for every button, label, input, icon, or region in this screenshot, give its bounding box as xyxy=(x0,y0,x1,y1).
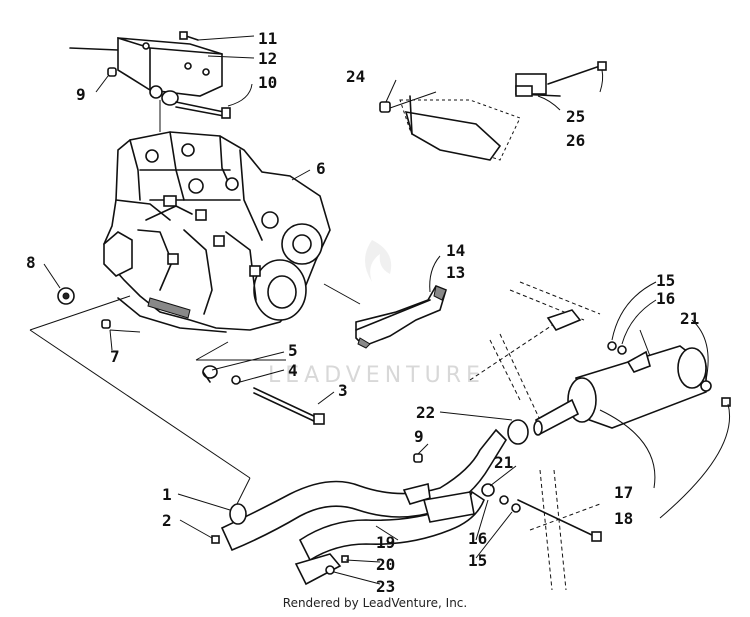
callout-labels: 11 12 10 9 6 8 7 5 4 3 24 25 26 14 13 15… xyxy=(26,29,699,596)
callout-26: 26 xyxy=(566,131,585,150)
callout-1: 1 xyxy=(162,485,172,504)
leader-lines xyxy=(43,35,731,585)
nut-9-top xyxy=(107,67,117,77)
bolt-18 xyxy=(517,397,731,542)
callout-21-top: 21 xyxy=(680,309,699,328)
screw-20 xyxy=(341,555,349,563)
washer-15-lower xyxy=(511,503,521,513)
callout-8: 8 xyxy=(26,253,36,272)
washer-16-top xyxy=(617,345,627,355)
callout-4: 4 xyxy=(288,361,298,380)
clamp-1 xyxy=(229,503,247,525)
callout-20: 20 xyxy=(376,555,395,574)
bolt-10 xyxy=(149,85,231,119)
rear-mount-bracket xyxy=(399,73,561,161)
callout-15-top: 15 xyxy=(656,271,675,290)
callout-14: 14 xyxy=(446,241,465,260)
exhaust-pipe xyxy=(220,428,508,586)
mount-bushing-8 xyxy=(57,287,75,305)
callout-11: 11 xyxy=(258,29,277,48)
callout-3: 3 xyxy=(338,381,348,400)
muffler xyxy=(533,345,707,436)
callout-23: 23 xyxy=(376,577,395,596)
nut-24 xyxy=(379,101,391,113)
callout-13: 13 xyxy=(446,263,465,282)
callout-7: 7 xyxy=(110,347,120,366)
bolt-11 xyxy=(179,31,199,41)
watermark-text: LEADVENTURE xyxy=(268,363,485,388)
callout-16-top: 16 xyxy=(656,289,675,308)
bolt-25 xyxy=(547,61,607,85)
callout-9-top: 9 xyxy=(76,85,86,104)
callout-24: 24 xyxy=(346,67,365,86)
callout-25: 25 xyxy=(566,107,585,126)
bolt-2 xyxy=(211,535,220,544)
engine-assembly xyxy=(103,131,331,333)
callout-2: 2 xyxy=(162,511,172,530)
washer-15-top xyxy=(607,341,617,351)
callout-21-lower: 21 xyxy=(494,453,513,472)
callout-10: 10 xyxy=(258,73,277,92)
callout-9-lower: 9 xyxy=(414,427,424,446)
callout-12: 12 xyxy=(258,49,277,68)
footrest-bracket xyxy=(355,284,447,349)
clamp-22 xyxy=(507,419,529,445)
washer-4 xyxy=(231,375,241,385)
watermark-logo xyxy=(365,240,392,282)
callout-5: 5 xyxy=(288,341,298,360)
callout-22: 22 xyxy=(416,403,435,422)
engine-mount-bracket xyxy=(69,37,223,97)
nut-9-lower xyxy=(413,453,423,463)
spacer-26 xyxy=(515,85,533,97)
callout-19: 19 xyxy=(376,533,395,552)
spacer-5 xyxy=(202,365,218,383)
grommet-21-lower xyxy=(481,483,495,497)
credit-line: Rendered by LeadVenture, Inc. xyxy=(282,596,468,610)
callout-17: 17 xyxy=(614,483,633,502)
callout-6: 6 xyxy=(316,159,326,178)
callout-18: 18 xyxy=(614,509,633,528)
washer-16-lower xyxy=(499,495,509,505)
washer-23 xyxy=(325,565,335,575)
frame-outline xyxy=(469,281,601,591)
grommet-21-top xyxy=(700,380,712,392)
bolt-3 xyxy=(253,387,325,425)
callout-15-lower: 15 xyxy=(468,551,487,570)
callout-16-lower: 16 xyxy=(468,529,487,548)
nut-7 xyxy=(101,319,111,329)
